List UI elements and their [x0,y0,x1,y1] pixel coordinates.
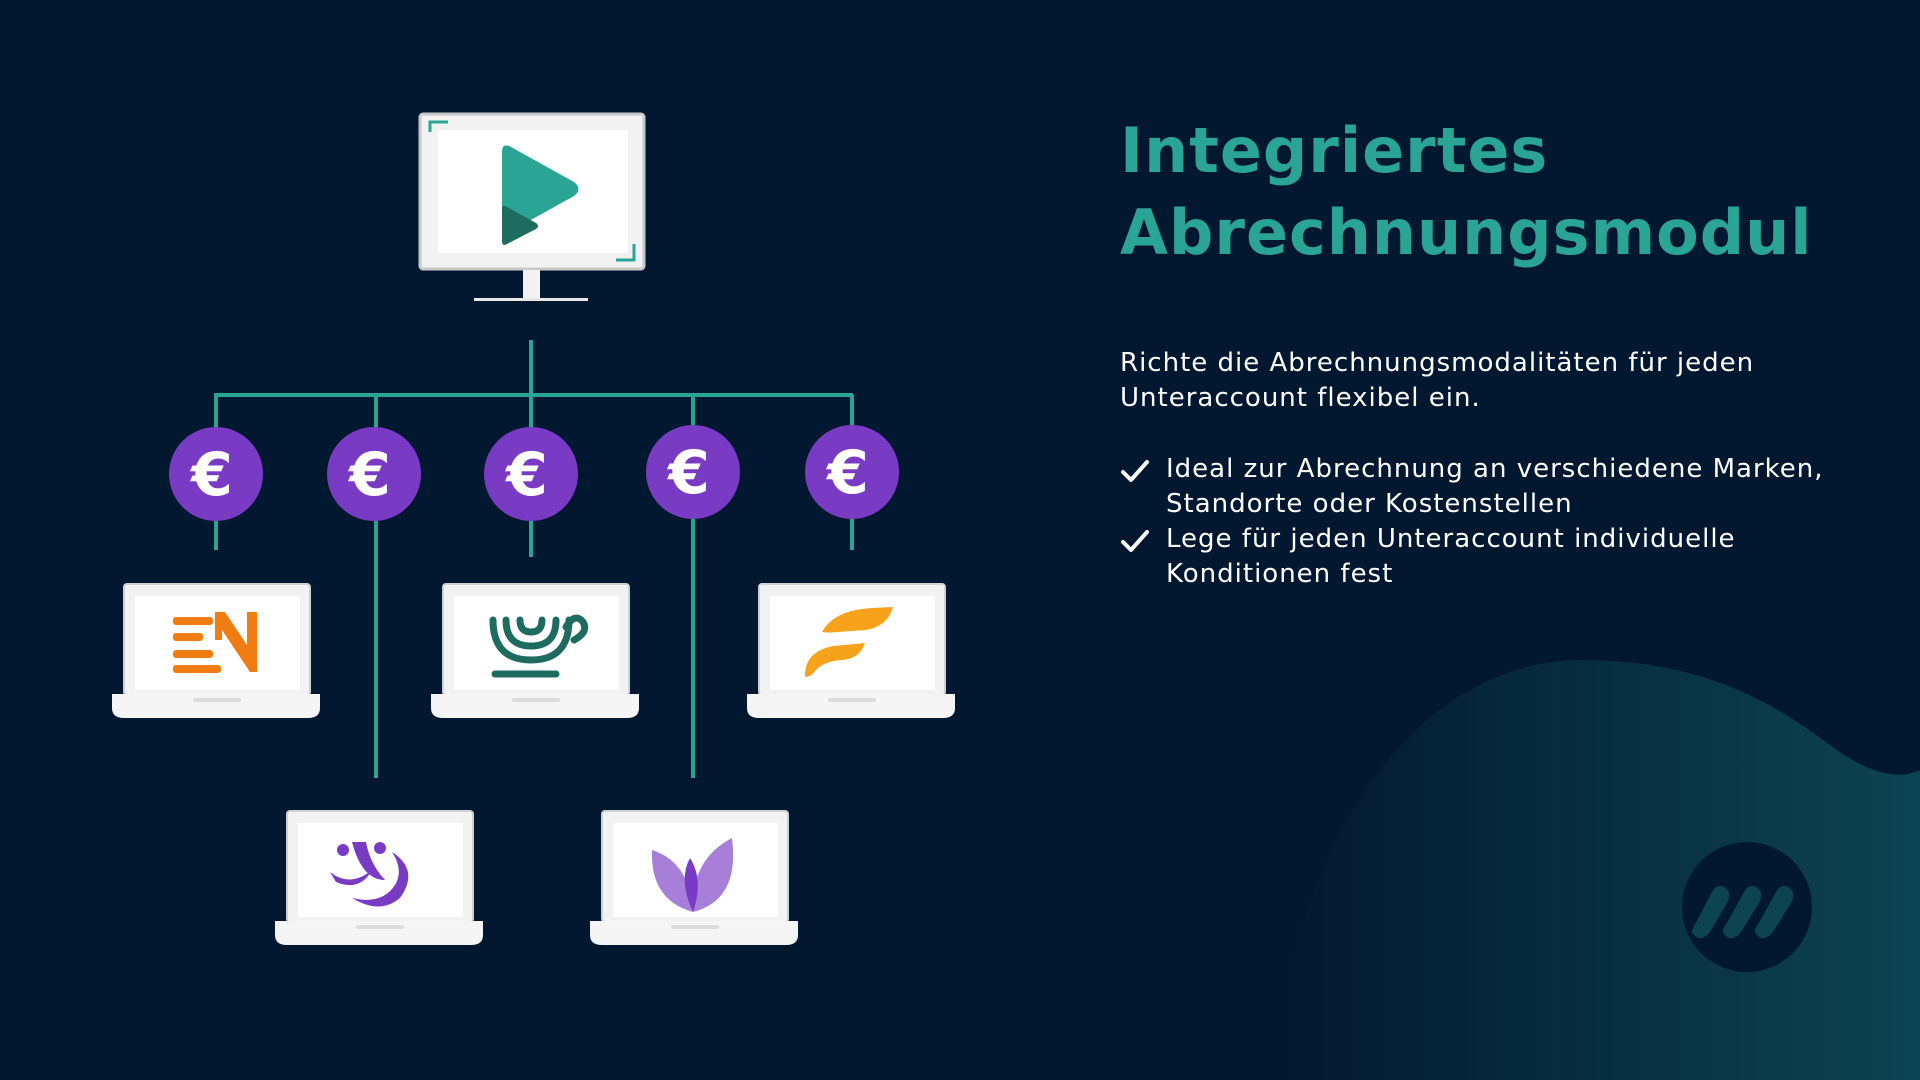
euro-symbol: € [666,438,710,508]
euro-coin-5: € [805,425,899,519]
laptop-brand-leaf [590,810,798,945]
f-logo-icon [804,607,893,677]
feature-text: Ideal zur Abrechnung an verschiedene Mar… [1166,454,1824,519]
feature-text: Lege für jeden Unteraccount individuelle… [1166,524,1736,589]
laptop-brand-cup [431,583,639,718]
check-icon [1121,460,1149,482]
laptop-brand-en [112,583,320,718]
euro-symbol: € [825,438,869,508]
heading: Integriertes Abrechnungsmodul [1120,110,1860,274]
euro-symbol: € [347,440,391,510]
en-logo-icon [173,612,257,673]
heading-line-2: Abrechnungsmodul [1120,196,1813,269]
feature-item: Lege für jeden Unteraccount individuelle… [1120,522,1860,592]
text-panel: Integriertes Abrechnungsmodul Richte die… [1120,110,1860,592]
euro-symbol: € [504,440,548,510]
connector-lines [214,340,854,778]
euro-coin-3: € [484,427,578,521]
people-logo-icon [330,842,409,907]
background-blob [1270,660,1920,1080]
brand-mark-icon [1682,842,1812,972]
feature-item: Ideal zur Abrechnung an verschiedene Mar… [1120,452,1860,522]
euro-coin-1: € [169,427,263,521]
laptop-brand-f [747,583,955,718]
euro-symbol: € [189,440,233,510]
cup-logo-icon [489,614,589,678]
leaf-logo-icon [651,838,734,912]
intro-text: Richte die Abrechnungsmodalitäten für je… [1120,348,1755,413]
laptop-brand-people [275,810,483,945]
euro-coin-2: € [327,427,421,521]
heading-line-1: Integriertes [1120,114,1549,187]
play-logo-icon [502,145,579,245]
feature-list: Ideal zur Abrechnung an verschiedene Mar… [1120,452,1860,592]
main-monitor [418,112,646,301]
euro-coin-4: € [646,425,740,519]
check-icon [1121,530,1149,552]
